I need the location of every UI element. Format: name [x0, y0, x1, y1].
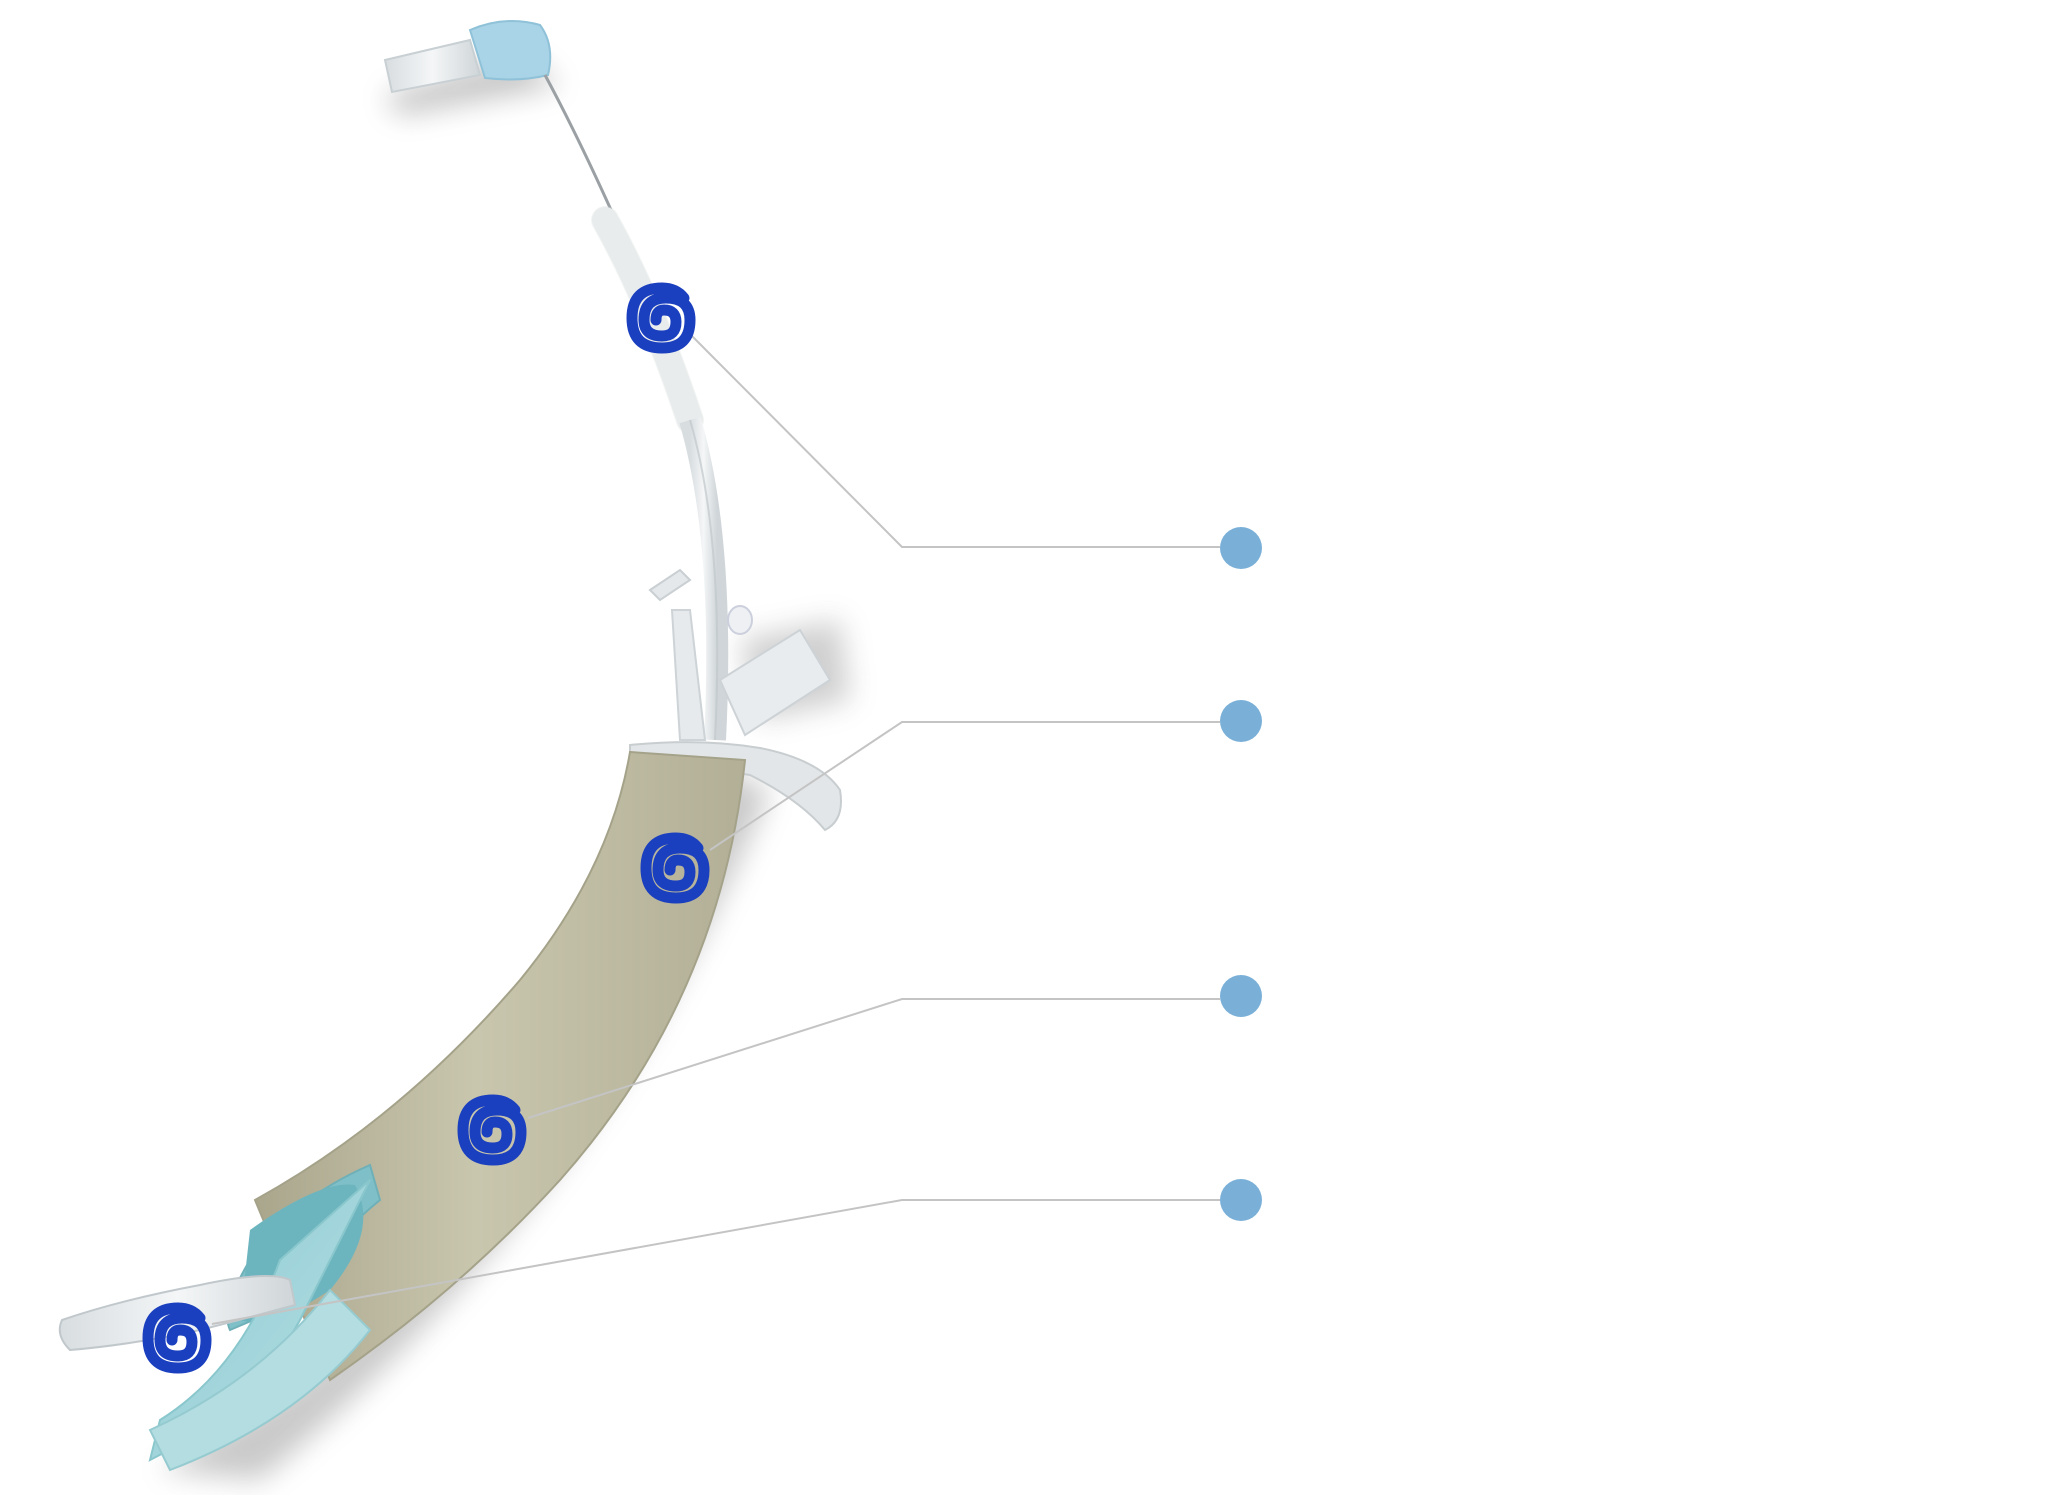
spiral-icon[interactable] — [646, 838, 704, 898]
callout-dot-4[interactable] — [1220, 1179, 1262, 1221]
callout-dot-2[interactable] — [1220, 700, 1262, 742]
spiral-icon[interactable] — [463, 1100, 521, 1160]
spiral-icon[interactable] — [148, 1308, 206, 1368]
pilot-balloon-valve — [383, 20, 552, 94]
callout-dot-3[interactable] — [1220, 975, 1262, 1017]
spiral-icon[interactable] — [632, 288, 690, 348]
side-port-connector — [648, 568, 832, 741]
callout-dot-1[interactable] — [1220, 527, 1262, 569]
